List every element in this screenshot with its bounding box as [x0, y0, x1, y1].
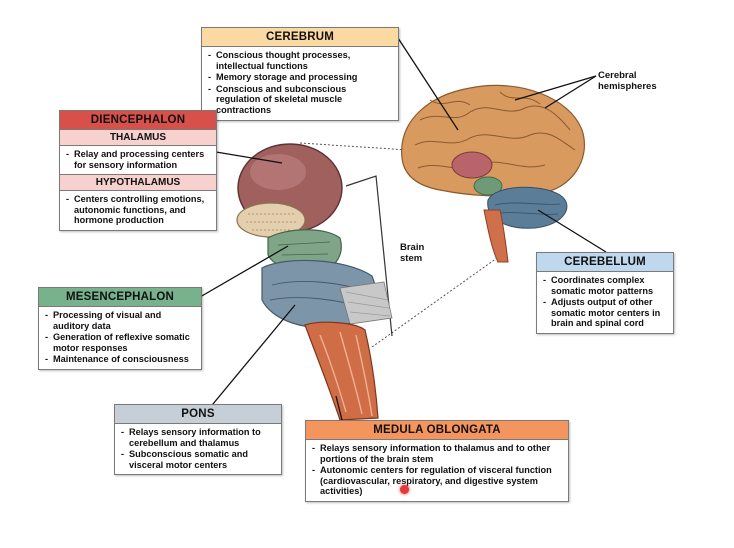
brain-stem-label: Brain stem — [400, 242, 425, 264]
cerebrum-item: Memory storage and processing — [208, 72, 393, 83]
cerebellum-list: Coordinates complex somatic motor patter… — [537, 272, 673, 333]
cerebrum-box: CEREBRUM Conscious thought processes, in… — [201, 27, 399, 121]
pons-item: Subconscious somatic and visceral motor … — [121, 449, 276, 470]
cerebrum-list: Conscious thought processes, intellectua… — [202, 47, 398, 120]
whole-brain-drawing — [401, 84, 585, 263]
hypothalamus-list: Centers controlling emotions, autonomic … — [60, 191, 216, 230]
leader-mesencephalon — [199, 245, 289, 298]
mesencephalon-item: Generation of reflexive somatic motor re… — [45, 332, 196, 353]
mesencephalon-list: Processing of visual and auditory data G… — [39, 307, 201, 369]
mesencephalon-box: MESENCEPHALON Processing of visual and a… — [38, 287, 202, 370]
thalamus-title: THALAMUS — [60, 130, 216, 146]
leader-hemispheres-b — [544, 75, 597, 109]
medulla-title: MEDULA OBLONGATA — [306, 421, 568, 440]
leader-cerebrum — [397, 37, 459, 131]
thalamus-list: Relay and processing centers for sensory… — [60, 146, 216, 176]
medulla-item: Relays sensory information to thalamus a… — [312, 443, 563, 464]
medulla-item: Autonomic centers for regulation of visc… — [312, 465, 563, 497]
diencephalon-box: DIENCEPHALON THALAMUS Relay and processi… — [59, 110, 217, 231]
pons-list: Relays sensory information to cerebellum… — [115, 424, 281, 474]
mesencephalon-title: MESENCEPHALON — [39, 288, 201, 307]
leader-cerebellum — [537, 209, 607, 253]
hypothalamus-item: Centers controlling emotions, autonomic … — [66, 194, 211, 226]
leader-thalamus — [215, 151, 283, 164]
leader-hemispheres-a — [514, 75, 597, 101]
cerebrum-item: Conscious thought processes, intellectua… — [208, 50, 393, 71]
cerebellum-box: CEREBELLUM Coordinates complex somatic m… — [536, 252, 674, 334]
cerebellum-item: Coordinates complex somatic motor patter… — [543, 275, 668, 296]
pons-item: Relays sensory information to cerebellum… — [121, 427, 276, 448]
diencephalon-title: DIENCEPHALON — [60, 111, 216, 130]
medulla-box: MEDULA OBLONGATA Relays sensory informat… — [305, 420, 569, 502]
cerebellum-title: CEREBELLUM — [537, 253, 673, 272]
mesencephalon-item: Maintenance of consciousness — [45, 354, 196, 365]
pons-title: PONS — [115, 405, 281, 424]
brain-stem-bracket — [345, 175, 393, 337]
cerebral-hemispheres-label: Cerebral hemispheres — [598, 70, 657, 92]
leader-pons — [207, 304, 296, 411]
guide-line-bottom — [371, 257, 498, 348]
leader-medulla — [335, 395, 343, 421]
medulla-list: Relays sensory information to thalamus a… — [306, 440, 568, 501]
pons-box: PONS Relays sensory information to cereb… — [114, 404, 282, 476]
mesencephalon-item: Processing of visual and auditory data — [45, 310, 196, 331]
cerebrum-title: CEREBRUM — [202, 28, 398, 47]
cerebellum-item: Adjusts output of other somatic motor ce… — [543, 297, 668, 329]
pointer-dot — [400, 485, 409, 494]
cerebrum-item: Conscious and subconscious regulation of… — [208, 84, 393, 116]
enlarged-brain-stem-drawing — [236, 143, 393, 421]
hypothalamus-title: HYPOTHALAMUS — [60, 175, 216, 192]
thalamus-item: Relay and processing centers for sensory… — [66, 149, 211, 170]
